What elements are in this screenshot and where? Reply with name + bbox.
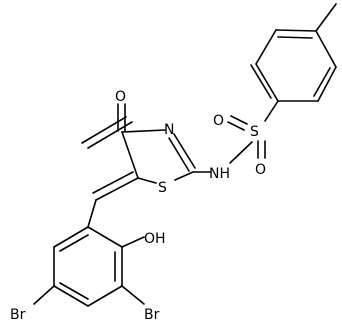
atom-label-sulfonyl-oxygen-2: O [255,162,266,178]
bromophenol-ring [53,226,123,307]
exocyclic-double-bond [92,171,139,201]
bromine-bond-1 [33,285,55,305]
sulfonyl-aryl-bond [264,100,279,122]
hydroxyl-bond [121,236,145,248]
atom-label-sulfonyl-oxygen-1: O [213,113,224,129]
atom-label-carbonyl-oxygen: O [115,89,126,105]
sulfonyl-oxygens [227,115,266,159]
thiazole-ring [81,116,196,184]
methine-bond [87,199,97,228]
bromine-bond-2 [121,285,145,305]
atom-label-ring-sulfur: S [158,180,167,196]
sulfonamide-bond [229,141,253,164]
carbonyl-group [117,103,126,132]
atom-label-bromine-1: Br [10,307,26,323]
methyl-bond [315,3,337,32]
atom-label-ring-nitrogen: N [164,122,174,138]
atom-label-hydroxyl: OH [144,231,166,247]
atom-label-sulfonyl-sulfur: S [250,124,259,140]
atom-label-nh: NH [209,166,230,182]
tolyl-ring [250,29,337,102]
atom-label-bromine-2: Br [144,307,160,323]
